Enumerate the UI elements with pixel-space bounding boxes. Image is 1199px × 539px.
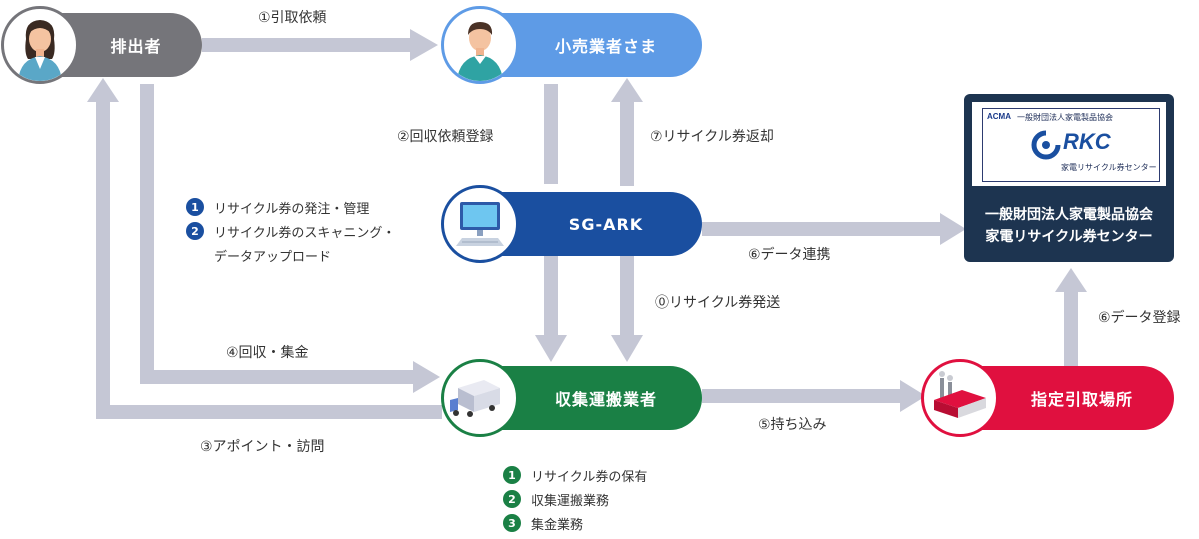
node-retailer-label: 小売業者さま — [554, 37, 657, 56]
arrow-request-head — [410, 29, 438, 61]
sgark-icon-circle — [441, 185, 519, 263]
rkc-name-line2: 家電リサイクル券センター — [985, 229, 1153, 245]
truck-icon — [450, 380, 500, 417]
rkc-logo-frame: ACMA 一般財団法人家電製品協会 RKC 家電リサイクル券センター — [982, 108, 1160, 182]
collector-task-text: リサイクル券の保有 — [531, 469, 648, 485]
collector-task-row: 1 リサイクル券の保有 — [503, 463, 647, 487]
sgark-task-text: リサイクル券の発注・管理 — [214, 201, 370, 217]
arrow-data-link-body — [702, 222, 942, 236]
arrow-sgark-collector-right-head — [611, 335, 643, 362]
arrow-return-body — [620, 100, 634, 186]
step-7-label: ⑦リサイクル券返却 — [650, 129, 774, 145]
sgark-task-text: リサイクル券のスキャニング・ — [214, 225, 396, 241]
node-sgark-label: SG-ARK — [568, 214, 644, 234]
woman-icon — [18, 20, 62, 81]
sgark-task-row: 2 リサイクル券のスキャニング・ — [186, 219, 395, 243]
rkc-swirl-icon — [1031, 130, 1061, 160]
arrow-sgark-collector-left-head — [535, 335, 567, 362]
collector-icon-circle — [441, 359, 519, 437]
node-designated-label: 指定引取場所 — [1030, 390, 1133, 409]
task-number-badge: 1 — [186, 198, 204, 216]
step-6a-label: ⑥データ連携 — [748, 247, 831, 263]
arrow-appointment-vertical — [96, 100, 110, 419]
sgark-task-row: 1 リサイクル券の発注・管理 — [186, 195, 395, 219]
arrow-sgark-collector-right — [620, 255, 634, 337]
rkc-logo: ACMA 一般財団法人家電製品協会 RKC 家電リサイクル券センター — [972, 102, 1166, 186]
arrow-collect-horizontal — [140, 370, 415, 384]
sgark-task-list: 1 リサイクル券の発注・管理 2 リサイクル券のスキャニング・ データアップロー… — [186, 195, 395, 267]
rkc-logo-sub: 家電リサイクル券センター — [1061, 163, 1157, 172]
retailer-avatar — [441, 6, 519, 84]
node-collector-label: 収集運搬業者 — [554, 390, 657, 409]
arrow-collect-head — [413, 361, 440, 393]
step-2-label: ②回収依頼登録 — [397, 129, 494, 145]
task-number-badge: 1 — [503, 466, 521, 484]
collector-task-row: 3 集金業務 — [503, 511, 647, 535]
step-4-label: ④回収・集金 — [226, 345, 309, 361]
collector-task-list: 1 リサイクル券の保有 2 収集運搬業務 3 集金業務 — [503, 463, 647, 535]
arrow-data-register-head — [1055, 268, 1087, 292]
arrow-request-body — [202, 38, 412, 52]
arrow-appointment-head — [87, 78, 119, 102]
sgark-task-row: データアップロード — [186, 243, 395, 267]
step-0-label: ⓪リサイクル券発送 — [655, 295, 781, 311]
arrow-data-register-body — [1064, 290, 1078, 372]
rkc-logo-brand: RKC — [1063, 129, 1111, 154]
node-discharger-label: 排出者 — [110, 37, 162, 56]
task-number-badge: 2 — [503, 490, 521, 508]
computer-icon — [456, 202, 504, 246]
step-3-label: ③アポイント・訪問 — [200, 439, 325, 455]
arrow-register-body — [544, 84, 558, 184]
step-6b-label: ⑥データ登録 — [1098, 310, 1181, 326]
arrow-sgark-collector-left — [544, 255, 558, 337]
discharger-avatar — [1, 6, 79, 84]
step-1-label: ①引取依頼 — [258, 10, 327, 26]
arrow-return-head — [611, 78, 643, 102]
arrow-bring-in-body — [702, 389, 902, 403]
designated-icon-circle — [921, 359, 999, 437]
rkc-logo-org: 一般財団法人家電製品協会 — [1017, 113, 1113, 122]
arrow-appointment-horizontal — [96, 405, 442, 419]
node-rkc: ACMA 一般財団法人家電製品協会 RKC 家電リサイクル券センター 一般財団法… — [964, 94, 1174, 262]
arrow-bring-in-head — [900, 380, 926, 412]
task-number-badge: 2 — [186, 222, 204, 240]
arrow-collect-vertical — [140, 84, 154, 382]
sgark-task-text: データアップロード — [214, 249, 332, 265]
step-5-label: ⑤持ち込み — [758, 417, 827, 433]
collector-task-text: 集金業務 — [531, 517, 584, 533]
task-number-badge: 3 — [503, 514, 521, 532]
acma-logo: ACMA — [987, 112, 1011, 121]
collector-task-text: 収集運搬業務 — [531, 493, 610, 509]
collector-task-row: 2 収集運搬業務 — [503, 487, 647, 511]
rkc-name-line1: 一般財団法人家電製品協会 — [985, 207, 1153, 223]
man-icon — [457, 22, 503, 81]
factory-icon — [934, 371, 986, 418]
arrow-data-link-head — [940, 213, 966, 245]
rkc-name: 一般財団法人家電製品協会 家電リサイクル券センター — [964, 204, 1174, 248]
